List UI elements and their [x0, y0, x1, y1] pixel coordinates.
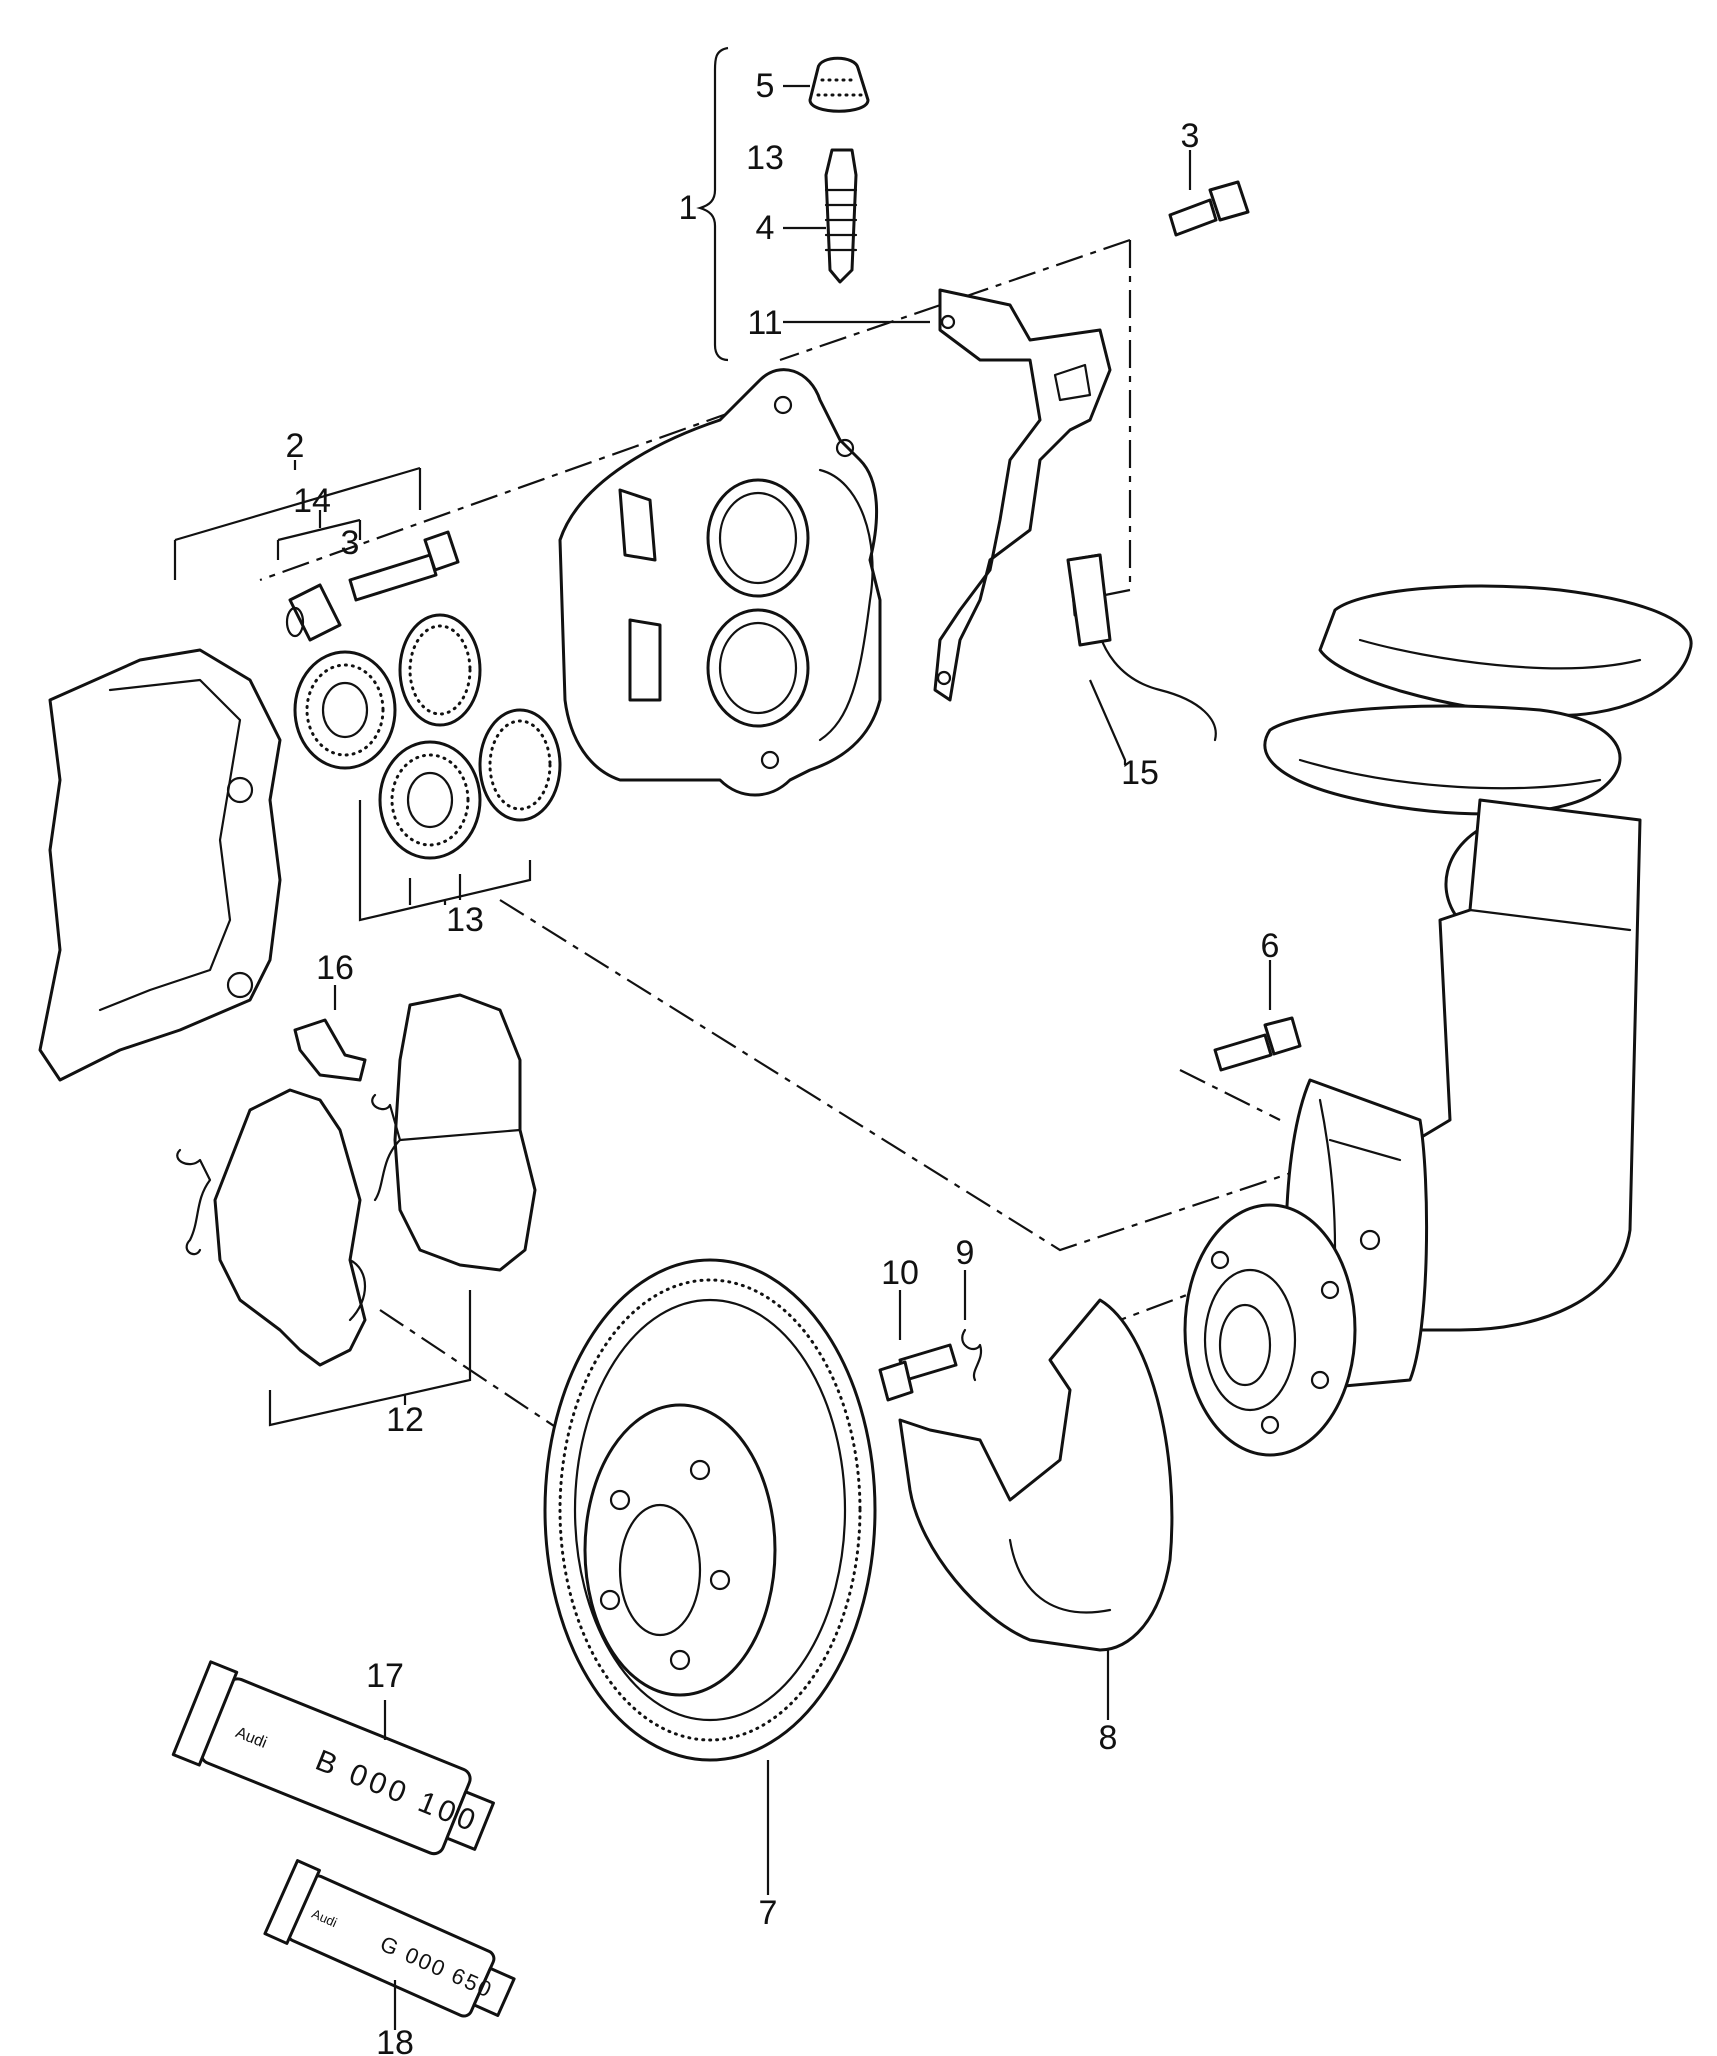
callout-18: 18	[376, 2024, 414, 2056]
grease-tube-large	[171, 1660, 495, 1856]
callout-labels: 1 2 3 3 4 5 6 7 8 9 10 11 12 13 13 14 15…	[286, 67, 1280, 2056]
spring-clip	[961, 1328, 983, 1382]
wear-sensor	[1066, 553, 1112, 647]
callout-12: 12	[386, 1401, 424, 1439]
callout-14: 14	[293, 482, 331, 520]
callout-15: 15	[1121, 754, 1159, 792]
brake-pad-inner	[393, 993, 537, 1272]
piston-seals	[398, 613, 562, 822]
bleeder-cap	[808, 56, 870, 113]
splash-shield	[898, 1298, 1174, 1652]
callout-11: 11	[747, 304, 782, 342]
callout-8: 8	[1099, 1719, 1118, 1757]
brake-disc	[543, 1258, 877, 1762]
callout-1: 1	[679, 189, 698, 227]
bracket-bolt	[1168, 180, 1250, 237]
guide-pin-bolt	[348, 530, 460, 602]
callout-13-bleeder: 13	[746, 139, 784, 177]
callout-6: 6	[1261, 927, 1280, 965]
bleeder-screw	[824, 148, 858, 284]
brake-caliper-housing	[558, 368, 882, 797]
callout-10: 10	[881, 1254, 919, 1292]
leader-lines	[173, 46, 1272, 2030]
wheel-hub	[1183, 1203, 1381, 1457]
callout-16: 16	[316, 949, 354, 987]
knuckle-bolt	[1213, 1016, 1302, 1072]
grease-tube-small	[263, 1859, 516, 2018]
callout-5: 5	[756, 67, 775, 105]
shield-bolt	[878, 1343, 958, 1402]
callout-3-bracket-bolt: 3	[1181, 117, 1200, 155]
retaining-pin	[293, 1018, 367, 1082]
callout-13-pistons: 13	[446, 901, 484, 939]
callout-9: 9	[956, 1234, 975, 1272]
callout-3-guide-pin: 3	[341, 524, 360, 562]
pad-clip-springs	[176, 1093, 402, 1256]
callout-4: 4	[756, 209, 775, 247]
caliper-pistons	[293, 650, 482, 860]
callout-17: 17	[366, 1657, 404, 1695]
callout-7: 7	[759, 1894, 778, 1932]
mounting-bracket	[933, 288, 1217, 742]
brake-pad-outer	[213, 1088, 367, 1367]
caliper-carrier	[38, 648, 282, 1082]
guide-bushing	[285, 583, 342, 642]
callout-2: 2	[286, 427, 305, 465]
